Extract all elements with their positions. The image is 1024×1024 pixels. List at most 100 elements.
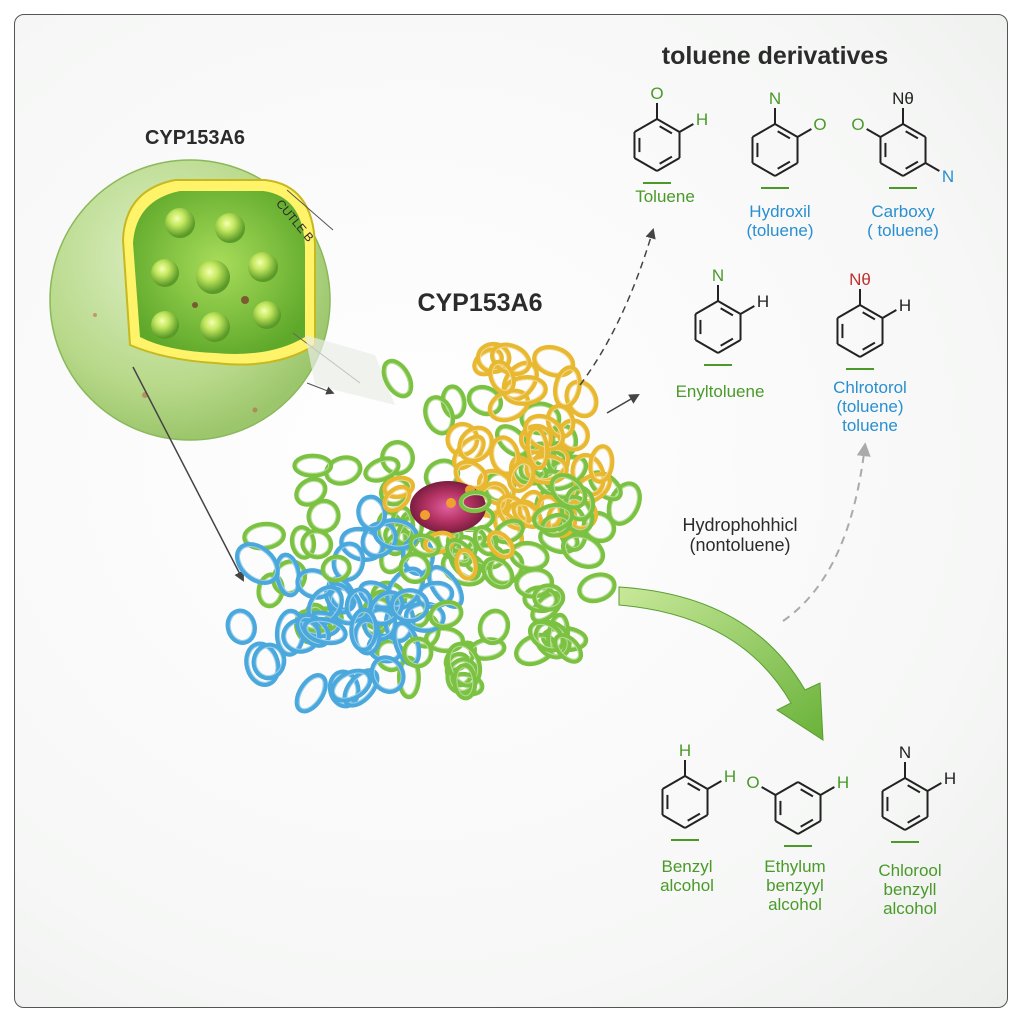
enzyme-helix-loop (549, 473, 588, 510)
bond (902, 162, 927, 177)
enzyme-helix-loop (588, 444, 615, 484)
enzyme-helix-highlight (386, 488, 408, 509)
intermediate-label-line-2: (nontoluene) (689, 535, 791, 556)
enzyme-helix-highlight (493, 439, 517, 473)
bond (881, 777, 906, 792)
enzyme-helix-loop (251, 642, 287, 681)
enzyme-helix-highlight (490, 534, 511, 556)
bond (882, 309, 897, 319)
enzyme-helix-loop (518, 423, 554, 455)
enzyme-helix-loop (294, 673, 328, 714)
enzyme-helix-highlight (527, 417, 562, 448)
pathway-arrow-dashed-gray (782, 442, 871, 622)
molecule-name-benzyl-alcohol: Benzyl alcohol (637, 857, 737, 895)
molecule-name-line: Ethylum (764, 857, 826, 876)
enzyme-helix-loop (381, 358, 414, 399)
cell-to-enzyme-arrow (132, 366, 244, 582)
bond (800, 818, 814, 828)
enzyme-helix-highlight (278, 556, 298, 594)
molecule-name-line: (toluene) (836, 397, 904, 417)
pathway-arrow-middle (606, 393, 640, 414)
enzyme-helix-highlight (298, 480, 324, 503)
bond (717, 300, 742, 315)
bond (907, 814, 921, 824)
cell-vesicles (151, 208, 281, 342)
enzyme-helix-loop (353, 617, 382, 656)
enzyme-helix-loop (244, 641, 281, 687)
enzyme-helix-highlight (581, 576, 613, 600)
atom-label: O (746, 773, 759, 792)
molecule-name-line: benzyll (883, 880, 937, 900)
enzyme-helix-loop (477, 608, 511, 646)
bond (820, 786, 835, 796)
intermediate-label-line-1: Hydrophohhicl (682, 515, 798, 535)
enzyme-helix-loop (445, 538, 474, 567)
enzyme-helix-highlight (427, 630, 462, 650)
bond (687, 812, 701, 822)
enzyme-helix-loop (402, 636, 434, 669)
atom-label: H (724, 767, 736, 786)
enzyme-helix-highlight (310, 502, 337, 530)
enzyme-helix-highlight (498, 428, 526, 454)
enzyme-helix-loop (349, 607, 379, 653)
enzyme-helix-loop (472, 525, 499, 557)
molecule-name-line: Toluene (635, 187, 695, 206)
bond (859, 343, 884, 358)
bond (904, 777, 929, 792)
enzyme-helix-highlight (296, 457, 330, 474)
enzyme-helix-highlight (385, 362, 410, 395)
bond (720, 307, 734, 317)
bond (774, 820, 799, 835)
enzyme-helix-highlight (481, 612, 507, 642)
bond (879, 162, 904, 177)
bond (907, 784, 921, 794)
atom-label: N (712, 266, 724, 285)
enzyme-helix-loop (495, 424, 530, 458)
enzyme-helix-loop (408, 533, 441, 558)
atom-label: N (769, 89, 781, 108)
enzyme-helix-loop (289, 525, 317, 560)
bond (694, 339, 719, 354)
enzyme-helix-highlight (553, 477, 584, 506)
enzyme-helix-highlight (393, 592, 426, 620)
enzyme-helix-highlight (333, 672, 369, 699)
enzyme-helix-loop (356, 494, 388, 532)
bond (905, 160, 919, 170)
enzyme-helix-loop (577, 572, 617, 604)
bond (881, 816, 906, 831)
atom-label: O (813, 115, 826, 134)
bond (797, 820, 822, 835)
atom-label: H (837, 773, 849, 792)
bond (717, 339, 742, 354)
enzyme-helix-loop (552, 365, 582, 409)
bond (656, 118, 681, 133)
enzyme-helix-loop (396, 655, 421, 700)
enzyme-helix-highlight (373, 659, 402, 690)
enzyme-helix-loop (330, 668, 373, 703)
enzyme-helix-highlight (557, 636, 580, 660)
small-arrow (306, 382, 335, 395)
bond (905, 130, 919, 140)
enzyme-helix-highlight (298, 677, 324, 710)
molecule-name-enyltoluene: Enyltoluene (655, 382, 785, 401)
enzyme-helix-loop (369, 655, 406, 694)
atom-label: H (944, 769, 956, 788)
enzyme-helix-loop (389, 588, 430, 624)
bond (684, 775, 709, 790)
enzyme-helix-loop (235, 542, 280, 585)
bond (925, 162, 940, 172)
atom-label: H (757, 292, 769, 311)
atom-label: Nθ (892, 89, 914, 108)
enzyme-helix-loop (398, 552, 431, 585)
molecule-name-line: Hydroxil (749, 202, 811, 221)
enzyme-helix-highlight (306, 620, 344, 642)
enzyme-helix-loop (481, 556, 515, 590)
enzyme-helix-loop (530, 591, 564, 624)
enzyme-structure (225, 341, 642, 714)
enzyme-helix-highlight (406, 640, 430, 665)
enzyme-helix-highlight (462, 494, 488, 510)
enzyme-helix-highlight (324, 558, 348, 579)
enzyme-helix-highlight (529, 430, 546, 467)
enzyme-helix-highlight (248, 645, 277, 683)
